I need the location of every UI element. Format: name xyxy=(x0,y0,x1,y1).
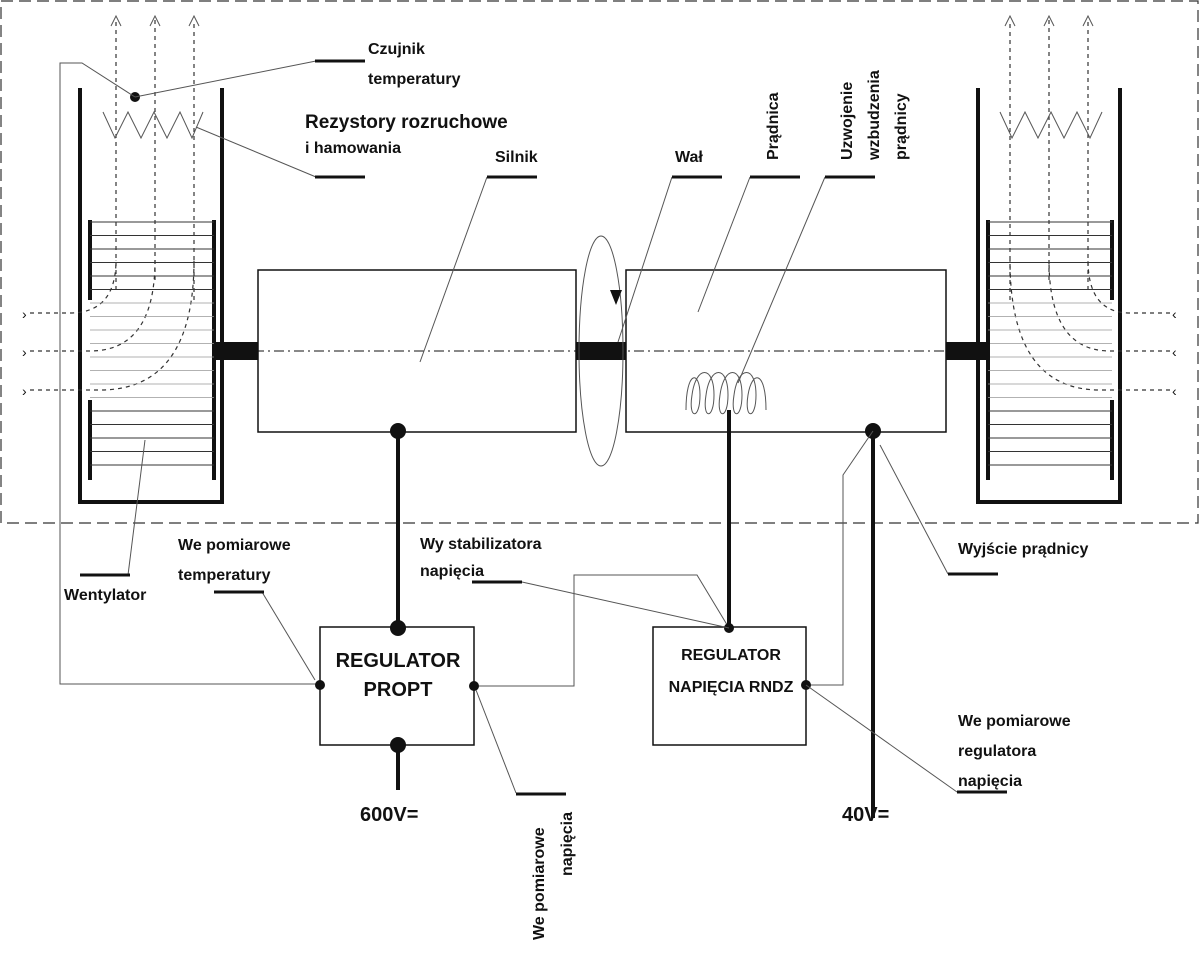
label-we-pom-reg-3: napięcia xyxy=(958,773,1022,790)
svg-text:‹: ‹ xyxy=(1172,306,1177,322)
regulator-propt-block xyxy=(319,626,475,746)
label-pradnica: Prądnica xyxy=(765,92,782,160)
svg-text:›: › xyxy=(22,306,27,322)
label-600v: 600V= xyxy=(360,804,418,826)
label-wy-stab-1: Wy stabilizatora xyxy=(420,536,542,553)
resistor-zigzag-right xyxy=(999,110,1103,140)
label-wyjscie-pradnicy: Wyjście prądnicy xyxy=(958,541,1089,558)
svg-text:›: › xyxy=(22,383,27,399)
label-silnik: Silnik xyxy=(495,149,538,166)
label-we-pom-nap-2: napięcia xyxy=(559,812,576,876)
label-we-pom-nap-1: We pomiarowe xyxy=(531,827,548,940)
regulator-rndz-block xyxy=(652,626,807,746)
right-cooling-unit: ‹ ‹ ‹ xyxy=(976,14,1177,504)
label-40v: 40V= xyxy=(842,804,889,826)
label-we-pom-temp-1: We pomiarowe xyxy=(178,537,291,554)
label-we-pom-reg-1: We pomiarowe xyxy=(958,713,1071,730)
label-rezystory-1: Rezystory rozruchowe xyxy=(305,112,508,133)
label-czujnik-1: Czujnik xyxy=(368,41,425,58)
resistor-zigzag-left xyxy=(102,110,204,140)
regulator-propt-label-2: PROPT xyxy=(364,679,433,701)
excitation-coil xyxy=(685,372,767,415)
regulator-rndz-label-2: NAPIĘCIA RNDZ xyxy=(669,679,794,696)
svg-text:‹: ‹ xyxy=(1172,383,1177,399)
label-we-pom-reg-2: regulatora xyxy=(958,743,1036,760)
label-uzwojenie-1: Uzwojenie xyxy=(839,82,856,160)
rotation-arrow xyxy=(578,235,624,467)
label-uzwojenie-2: wzbudzenia xyxy=(866,70,883,161)
label-wentylator: Wentylator xyxy=(64,587,146,604)
label-we-pom-temp-2: temperatury xyxy=(178,567,271,584)
label-wal: Wał xyxy=(675,149,703,166)
label-wy-stab-2: napięcia xyxy=(420,563,484,580)
label-uzwojenie-3: prądnicy xyxy=(893,93,910,160)
svg-text:‹: ‹ xyxy=(1172,344,1177,360)
regulator-rndz-label-1: REGULATOR xyxy=(681,647,781,664)
label-rezystory-2: i hamowania xyxy=(305,140,401,157)
enclosure-boundary xyxy=(0,0,1199,524)
svg-text:›: › xyxy=(22,344,27,360)
label-czujnik-2: temperatury xyxy=(368,71,461,88)
regulator-propt-label-1: REGULATOR xyxy=(336,650,461,672)
